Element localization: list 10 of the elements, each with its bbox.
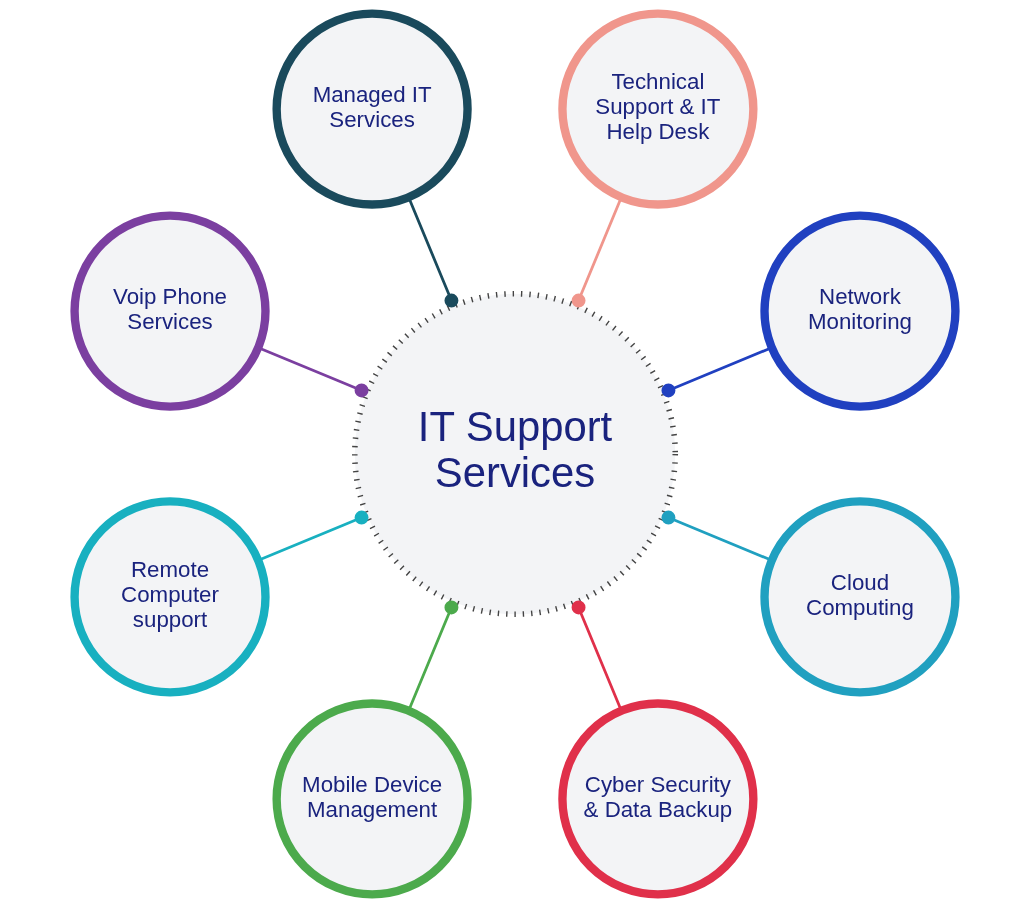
connector [660,510,772,562]
node-circle: Managed IT Services [271,9,472,209]
node-circle: Technical Support & IT Help Desk [557,9,758,209]
node-circle: Cyber Security & Data Backup [557,699,758,899]
node-circle: Voip Phone Services [69,211,270,411]
connector [660,346,772,398]
node-circle: Network Monitoring [759,211,960,411]
node-circle: Mobile Device Management [271,699,472,899]
node-circle: Cloud Computing [759,497,960,697]
node-circle: Remote Computer support [69,497,270,697]
